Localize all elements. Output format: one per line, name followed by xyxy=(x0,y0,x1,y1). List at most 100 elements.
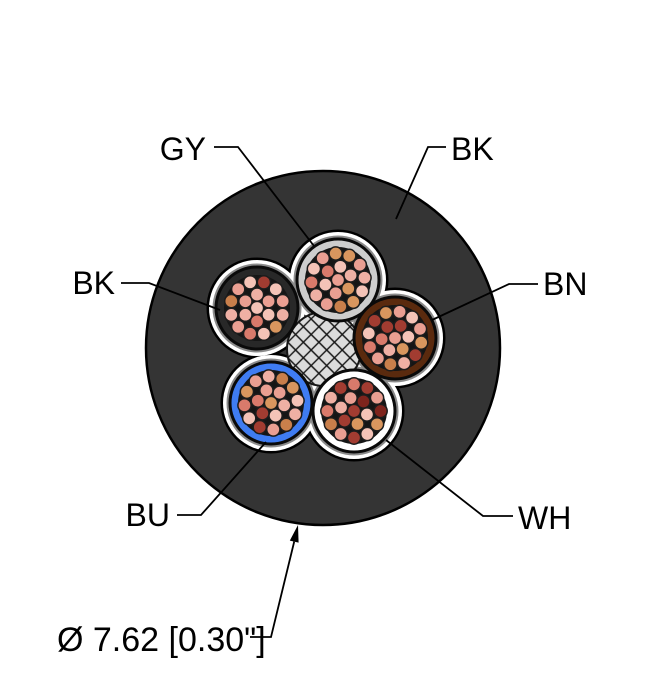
copper-strand xyxy=(230,281,246,297)
copper-strand xyxy=(319,296,335,312)
copper-strand xyxy=(315,250,331,266)
copper-strand xyxy=(268,408,283,423)
copper-strand xyxy=(373,403,388,419)
copper-strand xyxy=(328,285,344,301)
copper-strand xyxy=(242,326,258,342)
copper-strand xyxy=(369,416,385,432)
copper-strand xyxy=(249,314,265,329)
copper-strand xyxy=(345,294,361,310)
copper-strand xyxy=(261,307,276,323)
conductor-bn xyxy=(352,295,438,381)
copper-strand xyxy=(306,261,322,277)
copper-strand xyxy=(359,426,375,442)
copper-strand xyxy=(412,321,428,337)
copper-strand xyxy=(256,326,272,342)
leader-line-bn xyxy=(431,283,538,321)
copper-strand xyxy=(318,277,333,292)
conductor-wh xyxy=(311,368,397,454)
copper-strand xyxy=(343,268,358,283)
copper-strand xyxy=(370,351,386,366)
leader-line-gy xyxy=(214,146,315,247)
copper-strand xyxy=(383,356,398,372)
copper-strand xyxy=(256,274,272,290)
copper-strand xyxy=(238,293,253,309)
copper-strand xyxy=(250,393,266,409)
copper-strand xyxy=(367,313,382,329)
copper-strand xyxy=(276,397,292,413)
copper-strand xyxy=(323,416,339,432)
conductor-gy xyxy=(295,237,381,323)
copper-strand xyxy=(333,380,349,396)
copper-strand xyxy=(354,283,370,299)
copper-strand xyxy=(237,397,252,413)
copper-strand xyxy=(350,416,365,432)
copper-strand xyxy=(369,390,385,406)
copper-strand xyxy=(332,299,348,314)
copper-strand xyxy=(252,419,268,435)
copper-strand xyxy=(328,246,344,261)
dimension-label: Ø 7.62 [0.30"] xyxy=(57,621,266,659)
copper-strand xyxy=(223,293,239,309)
copper-strand xyxy=(249,287,265,302)
label-bk: BK xyxy=(72,265,115,301)
copper-strand xyxy=(341,248,357,264)
label-wh: WH xyxy=(518,500,571,536)
copper-strand xyxy=(259,383,274,398)
copper-strand xyxy=(268,281,284,297)
copper-strand xyxy=(248,373,264,389)
copper-strand xyxy=(356,394,371,409)
label-gy: GY xyxy=(160,131,206,167)
copper-strand xyxy=(242,274,258,290)
copper-strand xyxy=(320,264,336,279)
copper-strand xyxy=(275,307,291,323)
copper-strand xyxy=(290,393,305,409)
copper-strand xyxy=(304,274,319,290)
copper-strand xyxy=(357,270,372,286)
copper-strand xyxy=(261,293,276,309)
copper-strand xyxy=(323,390,339,406)
copper-strand xyxy=(239,384,255,400)
copper-strand xyxy=(340,281,356,296)
label-bk-jacket: BK xyxy=(451,131,494,167)
copper-strand xyxy=(265,422,281,437)
copper-strand xyxy=(274,371,290,387)
copper-strand xyxy=(320,403,335,419)
copper-strand xyxy=(333,400,349,415)
copper-strand xyxy=(361,326,377,341)
copper-strand xyxy=(413,335,429,350)
copper-strand xyxy=(241,410,257,426)
copper-strand xyxy=(272,385,287,401)
copper-strand xyxy=(275,293,291,309)
label-bn: BN xyxy=(543,266,587,302)
copper-strand xyxy=(378,305,394,321)
copper-strand xyxy=(261,369,277,384)
copper-strand xyxy=(278,417,294,433)
copper-strand xyxy=(337,413,352,428)
leader-line-wh xyxy=(385,439,513,517)
copper-strand xyxy=(230,319,246,335)
copper-strand xyxy=(268,319,284,335)
conductors xyxy=(214,237,438,454)
copper-strand xyxy=(379,319,395,335)
copper-strand xyxy=(308,287,324,303)
dimension-leader-line xyxy=(250,541,296,638)
copper-strand xyxy=(352,257,368,273)
copper-strand xyxy=(346,377,362,392)
copper-strand xyxy=(346,430,362,445)
copper-strand xyxy=(400,329,416,345)
copper-strand xyxy=(362,339,378,355)
conductor-bk xyxy=(214,265,300,351)
conductor-bu xyxy=(228,360,314,446)
copper-strand xyxy=(285,380,301,396)
label-bu: BU xyxy=(126,497,170,533)
dimension-arrowhead xyxy=(289,525,299,543)
copper-strand xyxy=(359,380,375,396)
copper-strand xyxy=(255,405,270,421)
copper-strand xyxy=(381,342,397,358)
copper-strand xyxy=(404,310,420,325)
copper-strand xyxy=(374,331,390,347)
copper-strand xyxy=(223,307,239,323)
leader-line-bu xyxy=(177,441,267,516)
copper-strand xyxy=(332,259,348,275)
